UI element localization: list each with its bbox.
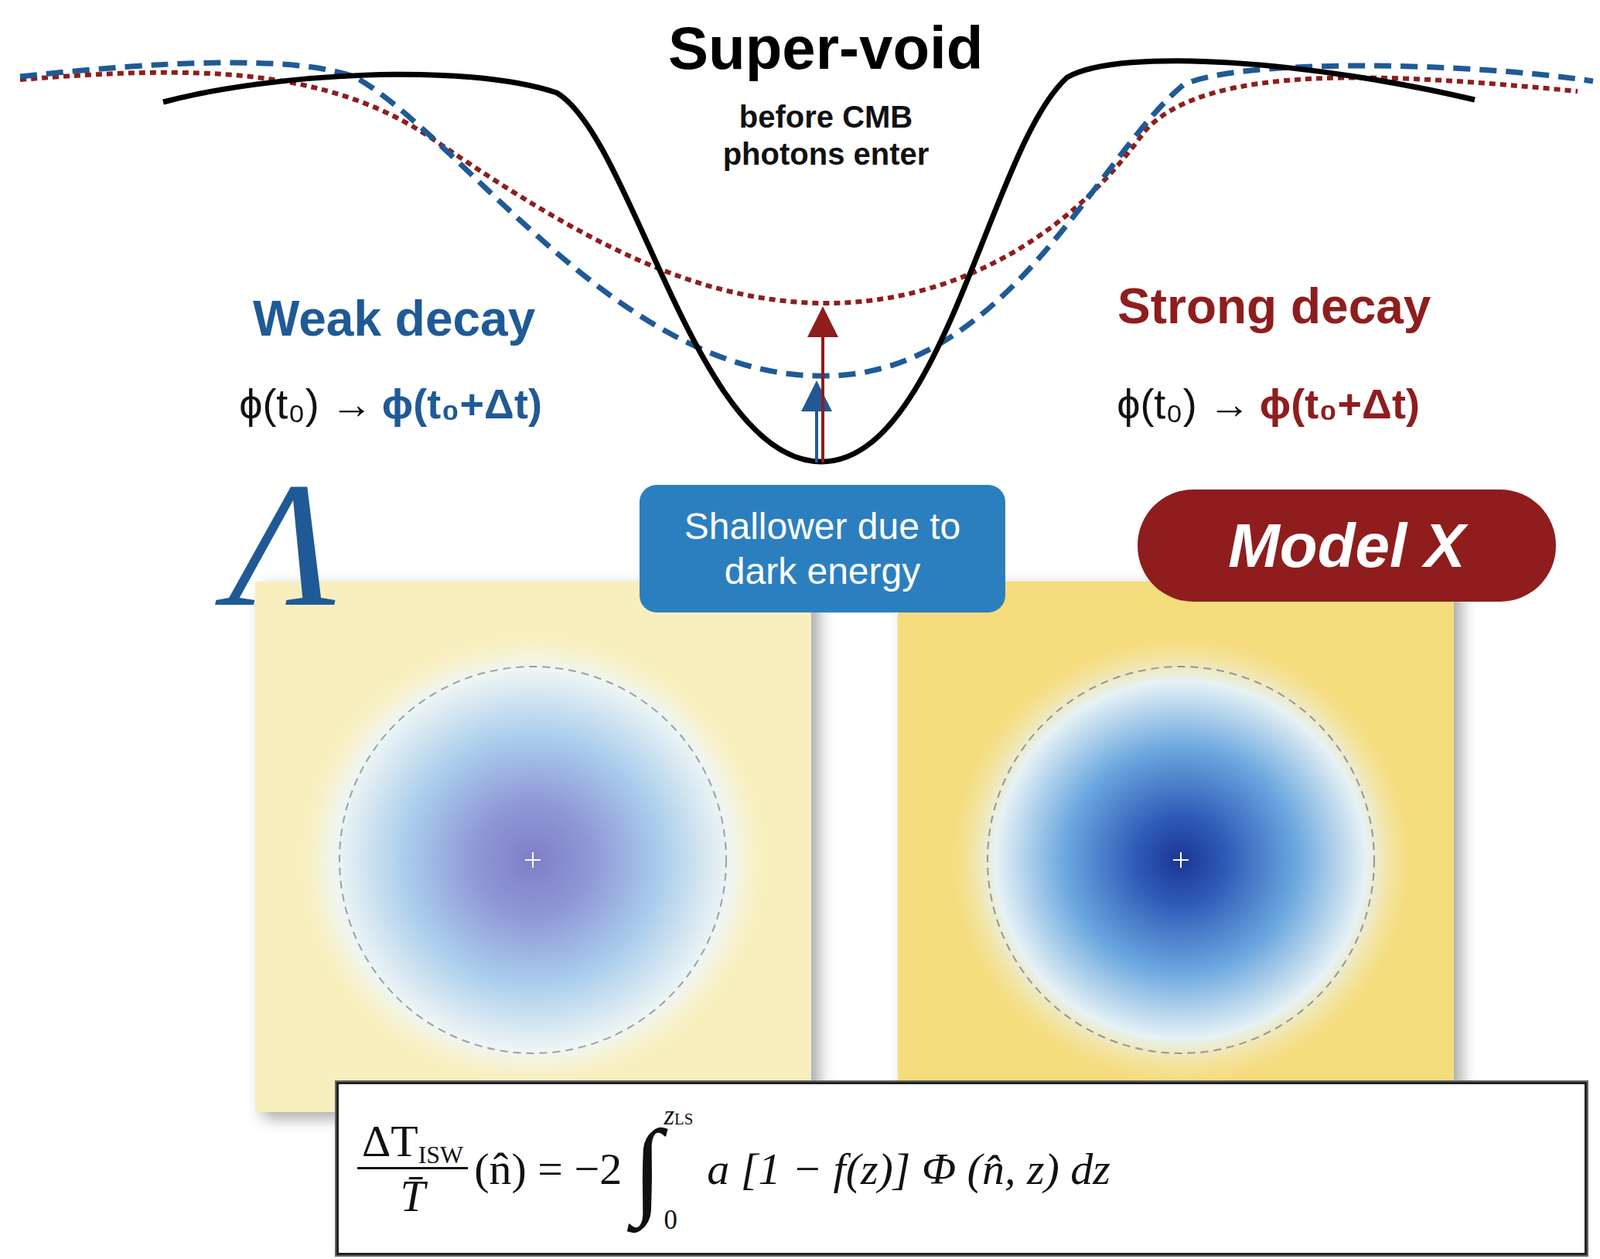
weak-arrow — [815, 395, 819, 463]
node-text: Model X — [1228, 510, 1466, 582]
fraction: ΔTISWT̄ — [357, 1118, 468, 1219]
decay-label: Strong decay — [1117, 281, 1431, 331]
model-pill: Model X — [1137, 489, 1556, 602]
formula-box: ΔTISWT̄(n̂) = −2∫zLS0a [1 − f(z)] Φ (n̂,… — [336, 1081, 1587, 1256]
potential-weak-decay — [20, 62, 1594, 376]
formula-text: 0 — [663, 1204, 677, 1235]
isw-map-model-x — [897, 581, 1454, 1092]
potential-strong-decay — [20, 72, 1578, 304]
lower-limit: 0 — [663, 1207, 693, 1235]
potential-initial — [163, 61, 1475, 462]
formula-text: T̄ — [399, 1170, 425, 1222]
node-text: Shallower due to dark energy — [655, 504, 990, 594]
integral: ∫zLS 0 — [632, 1102, 693, 1235]
integral-sign: ∫ — [632, 1114, 662, 1222]
formula-text: z — [663, 1102, 675, 1130]
lambda-symbol: Λ — [228, 456, 337, 635]
phi-expression: ϕ(t₀+Δt) — [1259, 382, 1420, 425]
callout-box: Shallower due to dark energy — [639, 484, 1006, 613]
formula-text: (n̂) = −2 — [474, 1142, 622, 1195]
isw-map-lambda — [255, 581, 812, 1113]
integral-limits: zLS 0 — [663, 1102, 693, 1235]
formula-text: ΔT — [361, 1118, 419, 1164]
formula-text: a [1 − f(z)] Φ (n̂, z) dz — [706, 1142, 1111, 1195]
formula-subscript: LS — [674, 1111, 693, 1128]
formula-subscript: ISW — [418, 1142, 464, 1168]
decay-label: Weak decay — [252, 293, 536, 344]
phi-row: ϕ(t₀) →ϕ(t₀+Δt) — [1116, 382, 1420, 425]
phi-expression: ϕ(t₀) → — [238, 382, 373, 425]
subtitle: before CMB photons enter — [694, 98, 958, 173]
phi-expression: ϕ(t₀) → — [1116, 382, 1251, 425]
formula: ΔTISWT̄(n̂) = −2∫zLS0a [1 − f(z)] Φ (n̂,… — [357, 1102, 1111, 1235]
strong-arrow — [821, 321, 825, 463]
title: Super-void — [668, 17, 983, 79]
denominator: T̄ — [399, 1169, 425, 1219]
phi-row: ϕ(t₀) →ϕ(t₀+Δt) — [238, 382, 543, 425]
phi-expression: ϕ(t₀+Δt) — [382, 382, 543, 425]
numerator: ΔTISW — [357, 1118, 468, 1167]
upper-limit: zLS — [663, 1102, 693, 1130]
